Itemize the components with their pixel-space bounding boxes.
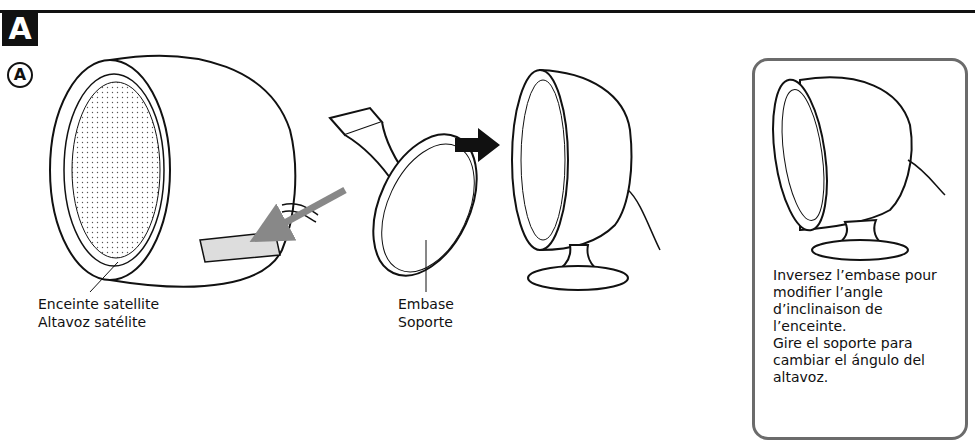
note-panel: Inversez l’embase pour modifier l’angle … xyxy=(752,58,968,440)
part-label: Soporte xyxy=(398,314,453,331)
part-label: Enceinte satellite xyxy=(38,296,159,313)
top-rule xyxy=(0,10,975,13)
part-label: Embase xyxy=(398,296,454,313)
assembled-speaker xyxy=(512,70,660,290)
part-label: Altavoz satélite xyxy=(38,314,146,331)
speaker-drawing xyxy=(50,56,318,287)
callout-circle xyxy=(8,63,32,87)
insert-arrow xyxy=(268,190,345,232)
step-arrow xyxy=(455,128,500,162)
leader-line xyxy=(90,262,118,292)
stand-drawing xyxy=(330,108,497,292)
note-text: Gire el soporte para cambiar el ángulo d… xyxy=(773,335,953,386)
callout-letter: A xyxy=(7,62,33,88)
figure-letter: A xyxy=(2,12,38,46)
leader-line xyxy=(426,240,427,292)
note-text: Inversez l’embase pour modifier l’angle … xyxy=(773,267,953,335)
inset-speaker xyxy=(765,76,945,260)
